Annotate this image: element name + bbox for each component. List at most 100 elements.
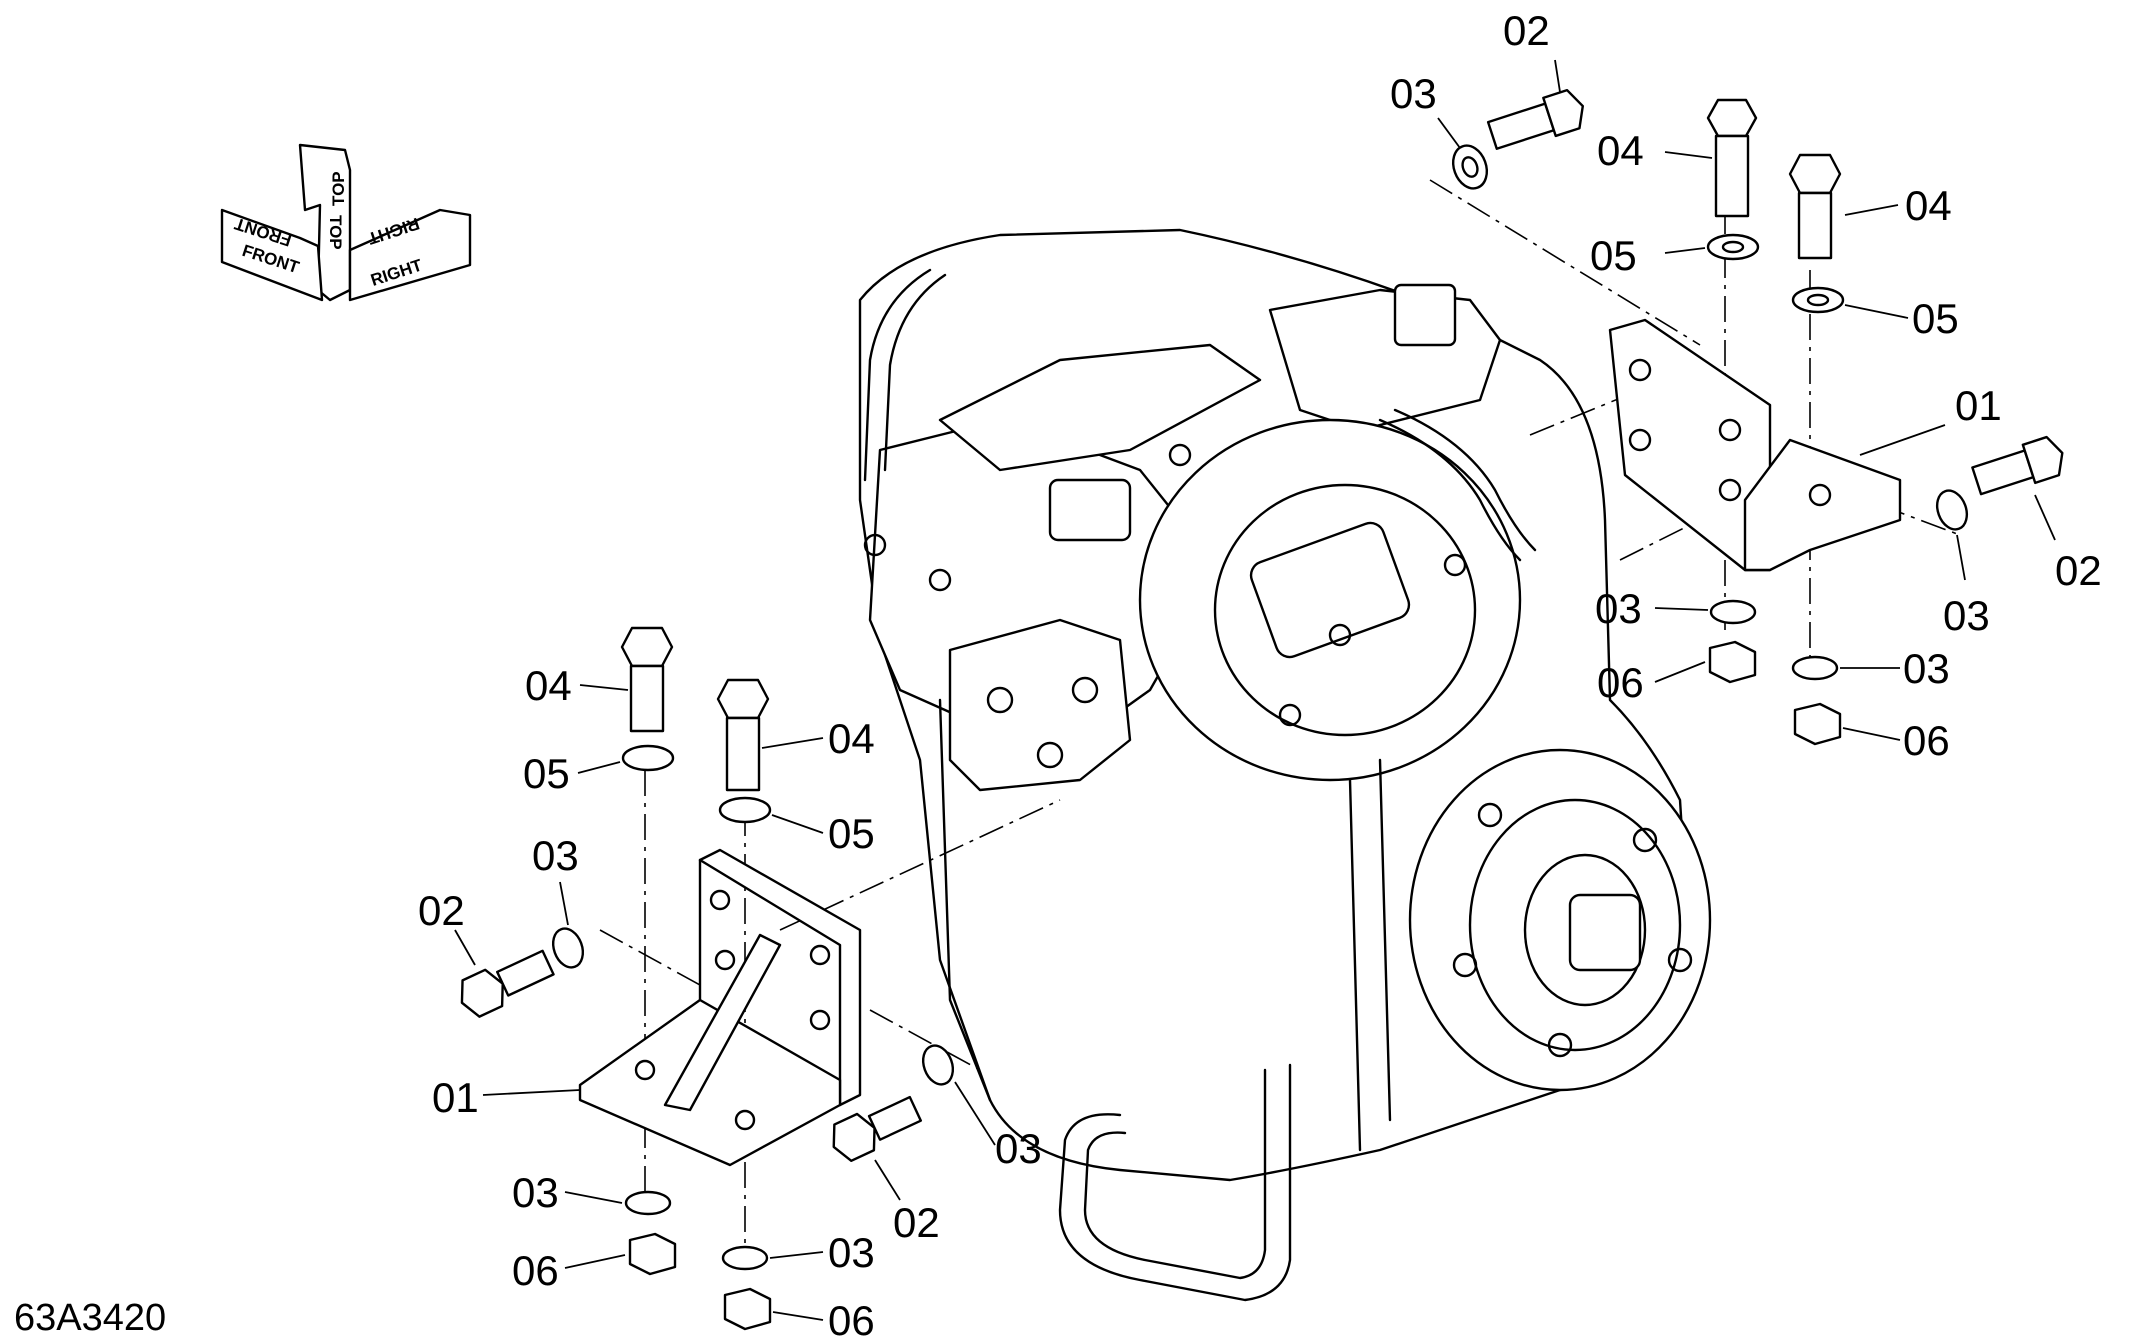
- callout-04-top-b: 04: [1905, 182, 1952, 229]
- washer-05-left-a: [621, 744, 675, 772]
- nut-06-right-a: [1708, 640, 1757, 684]
- callout-01-right: 01: [1955, 382, 2002, 429]
- bracket-left-hole-e: [634, 1059, 656, 1081]
- callout-06-left-a: 06: [512, 1247, 559, 1294]
- hydraulic-hose-left: [863, 268, 932, 482]
- callout-05-top-b: 05: [1912, 295, 1959, 342]
- pump-cover-bolt-a: [986, 686, 1014, 714]
- orient-label-top: TOP: [326, 215, 345, 250]
- hydraulic-hose-right-2: [1393, 408, 1537, 552]
- callout-05-left-b: 05: [828, 810, 875, 857]
- callout-02-top: 02: [1503, 7, 1550, 54]
- orientation-indicator: FRONT TOP RIGHT FRONT TOP RIGHT: [220, 143, 472, 302]
- callout-labels: 02 03 04 04 05 05 01 02 03 03 03 06 06 0…: [418, 7, 2102, 1337]
- port-fitting-a: [1048, 478, 1132, 542]
- centerline-left-bolt: [599, 929, 701, 986]
- center-bell-inner: [1213, 483, 1477, 737]
- callout-03-left-a: 03: [532, 832, 579, 879]
- callout-04-left-b: 04: [828, 715, 875, 762]
- bracket-left-vertical-plate: [698, 848, 862, 1107]
- callout-02-left-a: 02: [418, 887, 465, 934]
- callout-02-right: 02: [2055, 547, 2102, 594]
- mounting-bracket-left: [578, 848, 862, 1167]
- center-boss: [1249, 521, 1411, 659]
- drawing-number: 63A3420: [14, 1297, 166, 1337]
- orientation-arrow-top: [298, 143, 352, 302]
- bracket-right-hole-c: [1718, 418, 1742, 442]
- bracket-left-gusset: [663, 933, 782, 1112]
- callout-06-right-b: 06: [1903, 717, 1950, 764]
- washer-03-left-c: [624, 1190, 672, 1216]
- lower-pipe: [1058, 1063, 1292, 1302]
- callout-03-top: 03: [1390, 70, 1437, 117]
- washer-03-top: [1451, 144, 1489, 190]
- callout-03-left-c: 03: [512, 1169, 559, 1216]
- callout-03-right-b: 03: [1595, 585, 1642, 632]
- output-yoke: [1568, 893, 1642, 972]
- washer-05-top-b-hole: [1806, 293, 1830, 307]
- hydraulic-hose-left-2: [883, 273, 947, 472]
- nut-06-left-a: [628, 1232, 677, 1276]
- pump-cover-bolt-b: [1071, 676, 1099, 704]
- centerline-left-bracket: [779, 799, 1061, 931]
- flange-bolt-d: [1547, 1032, 1573, 1058]
- mounting-bracket-right: [1608, 318, 1902, 572]
- bolt-02-right: [1971, 435, 2064, 496]
- callout-03-left-b: 03: [995, 1125, 1042, 1172]
- callout-04-top-a: 04: [1597, 127, 1644, 174]
- orient-label-top-mirrored: TOP: [329, 171, 348, 206]
- bolt-04-left-a: [620, 626, 674, 733]
- orientation-arrow-front: [220, 208, 324, 302]
- washer-03-left-b: [921, 1044, 955, 1086]
- housing-bolt-d: [1443, 553, 1467, 577]
- housing-bolt-a: [863, 533, 887, 557]
- washer-05-left-b: [718, 796, 772, 824]
- output-flange-inner: [1523, 853, 1647, 1007]
- washer-03-left-d: [721, 1245, 769, 1271]
- washer-03-left-a: [551, 927, 585, 969]
- hydraulic-hose-right: [1378, 418, 1522, 562]
- housing-rib-b: [1348, 778, 1362, 1152]
- washer-05-top-a-hole: [1721, 240, 1745, 254]
- bracket-left-hole-f: [734, 1109, 756, 1131]
- bolt-04-top-a: [1706, 98, 1758, 218]
- washer-05-top-a: [1706, 233, 1760, 261]
- bracket-left-hole-c: [809, 944, 831, 966]
- flange-bolt-e: [1452, 952, 1478, 978]
- washer-03-right-c: [1935, 489, 1969, 531]
- flange-bolt-b: [1632, 827, 1658, 853]
- centerline-left-lower: [869, 1009, 981, 1071]
- lower-pipe-2: [1083, 1068, 1267, 1280]
- flange-bolt-c: [1667, 947, 1693, 973]
- centerline-top-bolt: [1429, 179, 1701, 346]
- bracket-right-hole-a: [1628, 358, 1652, 382]
- callout-05-top-a: 05: [1590, 232, 1637, 279]
- housing-rib-c: [1378, 758, 1392, 1122]
- bolt-02-top: [1486, 88, 1584, 150]
- bracket-left-hole-d: [809, 1009, 831, 1031]
- housing-bolt-f: [1278, 703, 1302, 727]
- housing-bolt-c: [1168, 443, 1192, 467]
- bolt-02-left-a: [460, 949, 555, 1018]
- bracket-right-hole-d: [1718, 478, 1742, 502]
- callout-03-right-a: 03: [1943, 592, 1990, 639]
- bracket-left-hole-a: [709, 889, 731, 911]
- nut-06-left-b: [723, 1287, 772, 1331]
- leader-lines: [454, 59, 2056, 1321]
- solenoid-connector: [1393, 283, 1457, 347]
- callout-06-right-a: 06: [1597, 659, 1644, 706]
- washer-03-top-hole: [1461, 156, 1479, 178]
- washer-05-top-b: [1791, 286, 1845, 314]
- output-flange-ring: [1468, 798, 1682, 1052]
- housing-bolt-e: [1328, 623, 1352, 647]
- nut-06-right-b: [1793, 702, 1842, 746]
- orientation-arrow-right: [348, 208, 472, 302]
- bolt-04-top-b: [1788, 153, 1842, 260]
- callout-04-left-a: 04: [525, 662, 572, 709]
- top-cover-plate: [938, 343, 1262, 472]
- washer-03-right-a: [1709, 599, 1757, 625]
- flange-bolt-a: [1477, 802, 1503, 828]
- pump-cover-bolt-c: [1036, 741, 1064, 769]
- front-pump-cover: [948, 618, 1132, 792]
- callout-06-left-b: 06: [828, 1297, 875, 1337]
